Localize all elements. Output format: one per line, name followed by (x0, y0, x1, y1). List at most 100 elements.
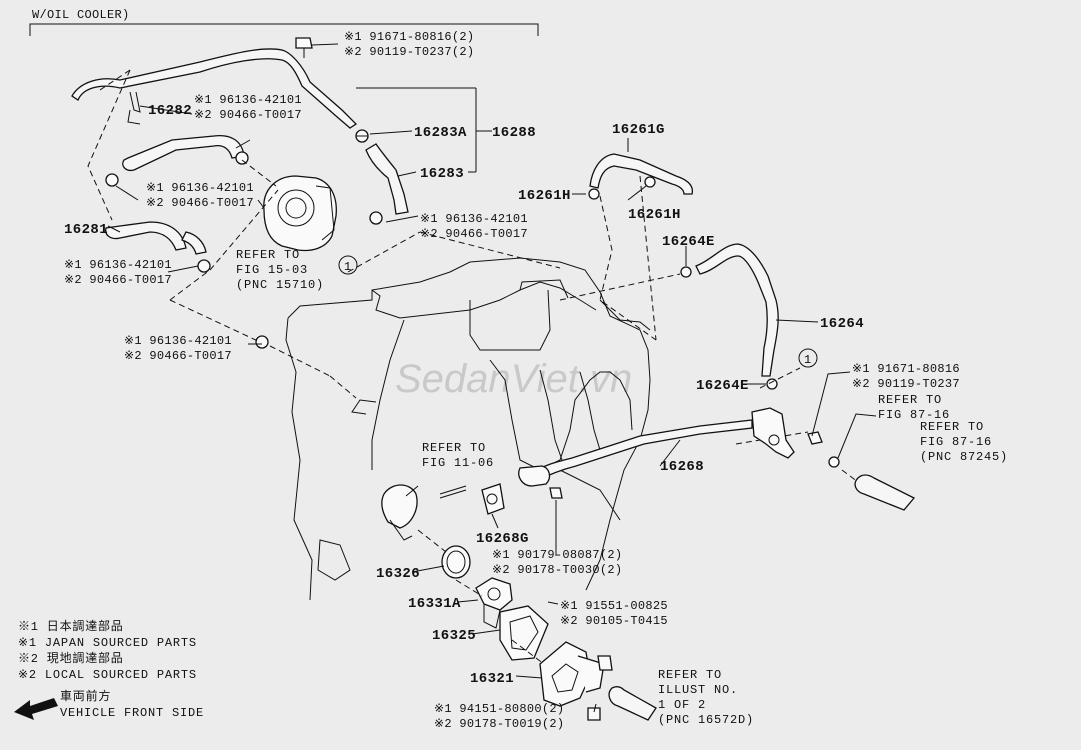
part-number-label: ※1 91671-80816(2) (344, 30, 474, 44)
refer-note-fig-87-16-a: REFER TO FIG 87-16 (878, 393, 950, 422)
callout-16288: 16288 (492, 125, 536, 141)
part-number-label: ※2 90178-T0019(2) (434, 717, 564, 731)
legend-line: ※2 LOCAL SOURCED PARTS (18, 668, 197, 682)
hose-clamp-icon (369, 211, 383, 225)
hose-clamp-16261h-icon (644, 176, 656, 188)
callout-16281: 16281 (64, 222, 108, 238)
nut-icon (587, 707, 601, 721)
header-bracket: W/OIL COOLER) (29, 8, 539, 36)
part-number-label: ※2 90466-T0017 (64, 273, 172, 287)
part-number-label: ※2 90466-T0017 (194, 108, 302, 122)
callout-16326: 16326 (376, 566, 420, 582)
bypass-hose-group (559, 153, 809, 445)
svg-text:REFER TO: REFER TO (422, 441, 486, 455)
engine-block (285, 257, 651, 601)
direction-label-en: VEHICLE FRONT SIDE (60, 706, 204, 720)
gasket-16326-icon (441, 545, 471, 579)
refer-note-fig-11-06: REFER TO FIG 11-06 (422, 441, 494, 470)
callout-16268: 16268 (660, 459, 704, 475)
svg-text:ILLUST NO.: ILLUST NO. (658, 683, 738, 697)
hose-clamp-icon (197, 259, 211, 273)
gasket-16268g-icon (481, 483, 505, 515)
legend-line: ※1 日本調達部品 (18, 618, 124, 634)
direction-label-jp: 車両前方 (60, 688, 111, 704)
thermostat-16331a-icon (475, 577, 513, 629)
svg-text:1: 1 (344, 260, 352, 274)
bolt-icon (807, 431, 823, 445)
water-inlet-16321-icon (539, 641, 605, 707)
oil-cooler-icon (257, 175, 337, 252)
callout-16268g: 16268G (476, 531, 529, 547)
part-number-label: ※2 90119-T0237(2) (344, 45, 474, 59)
part-number-label: ※1 96136-42101 (124, 334, 232, 348)
svg-text:(PNC 87245): (PNC 87245) (920, 450, 1008, 464)
callout-16261h-a: 16261H (518, 188, 571, 204)
part-number-label: ※2 90466-T0017 (420, 227, 528, 241)
part-number-label: ※1 94151-80800(2) (434, 702, 564, 716)
refer-note-fig-15-03: REFER TO FIG 15-03 (PNC 15710) (236, 248, 324, 292)
svg-text:REFER TO: REFER TO (878, 393, 942, 407)
part-number-labels: ※1 91671-80816(2) ※2 90119-T0237(2) ※1 9… (64, 30, 960, 731)
svg-text:FIG 87-16: FIG 87-16 (920, 435, 992, 449)
part-number-label: ※1 96136-42101 (64, 258, 172, 272)
part-number-label: ※2 90105-T0415 (560, 614, 668, 628)
hose-clamp-icon (255, 335, 269, 349)
part-number-label: ※1 91551-00825 (560, 599, 668, 613)
front-direction-arrow-icon (14, 698, 58, 720)
refer-note-illust: REFER TO ILLUST NO. 1 OF 2 (PNC 16572D) (658, 668, 754, 727)
callout-16283: 16283 (420, 166, 464, 182)
legend: ※1 日本調達部品 ※1 JAPAN SOURCED PARTS ※2 現地調達… (14, 618, 204, 720)
svg-text:(PNC 15710): (PNC 15710) (236, 278, 324, 292)
part-number-label: ※2 90119-T0237 (852, 377, 960, 391)
svg-text:REFER TO: REFER TO (920, 420, 984, 434)
header-title: W/OIL COOLER) (32, 8, 130, 22)
part-number-label: ※1 90179-08087(2) (492, 548, 622, 562)
bolt-icon (597, 655, 613, 671)
callout-16283a: 16283A (414, 125, 467, 141)
pipe-outlet-icon (751, 407, 795, 459)
oil-cooler-hose-group (71, 37, 561, 399)
svg-text:FIG 87-16: FIG 87-16 (878, 408, 950, 422)
watermark: SedanViet.vn (395, 357, 632, 401)
svg-text:1 OF 2: 1 OF 2 (658, 698, 706, 712)
svg-text:REFER TO: REFER TO (658, 668, 722, 682)
svg-text:REFER TO: REFER TO (236, 248, 300, 262)
hose-clamp-icon (105, 173, 119, 187)
svg-text:FIG 11-06: FIG 11-06 (422, 456, 494, 470)
svg-text:1: 1 (804, 353, 812, 367)
gasket-16325-icon (499, 605, 549, 661)
svg-text:(PNC 16572D): (PNC 16572D) (658, 713, 754, 727)
callout-16264e-b: 16264E (696, 378, 749, 394)
callout-16264e-a: 16264E (662, 234, 715, 250)
part-number-label: ※2 90466-T0017 (146, 196, 254, 210)
water-pipe-group (518, 407, 916, 511)
callout-16282: 16282 (148, 103, 192, 119)
callout-16261h-b: 16261H (628, 207, 681, 223)
refer-note-fig-87-16-b: REFER TO FIG 87-16 (PNC 87245) (920, 420, 1008, 464)
circle-marker-1b: 1 (798, 348, 818, 368)
leader-lines (107, 43, 877, 713)
hose-clamp-16264e-icon (680, 266, 692, 278)
circle-marker-1a: 1 (338, 255, 358, 275)
part-number-label: ※1 91671-80816 (852, 362, 960, 376)
part-number-label: ※2 90178-T0030(2) (492, 563, 622, 577)
hose-clamp-icon (828, 456, 840, 468)
part-number-label: ※1 96136-42101 (194, 93, 302, 107)
part-number-label: ※2 90466-T0017 (124, 349, 232, 363)
legend-line: ※1 JAPAN SOURCED PARTS (18, 636, 197, 650)
callout-labels: 16282 16283A 16288 16283 16281 16261G 16… (64, 103, 864, 687)
hose-clamp-16261h-icon (588, 188, 600, 200)
callout-16261g: 16261G (612, 122, 665, 138)
part-number-label: ※1 96136-42101 (420, 212, 528, 226)
hose-clamp-16264e-icon (766, 378, 778, 390)
callout-16331a: 16331A (408, 596, 461, 612)
part-number-label: ※1 96136-42101 (146, 181, 254, 195)
callout-16264: 16264 (820, 316, 864, 332)
svg-text:FIG 15-03: FIG 15-03 (236, 263, 308, 277)
bolt-icon (295, 37, 313, 49)
callout-16321: 16321 (470, 671, 514, 687)
bolt-icon (549, 487, 563, 499)
callout-16325: 16325 (432, 628, 476, 644)
legend-line: ※2 現地調達部品 (18, 650, 124, 666)
